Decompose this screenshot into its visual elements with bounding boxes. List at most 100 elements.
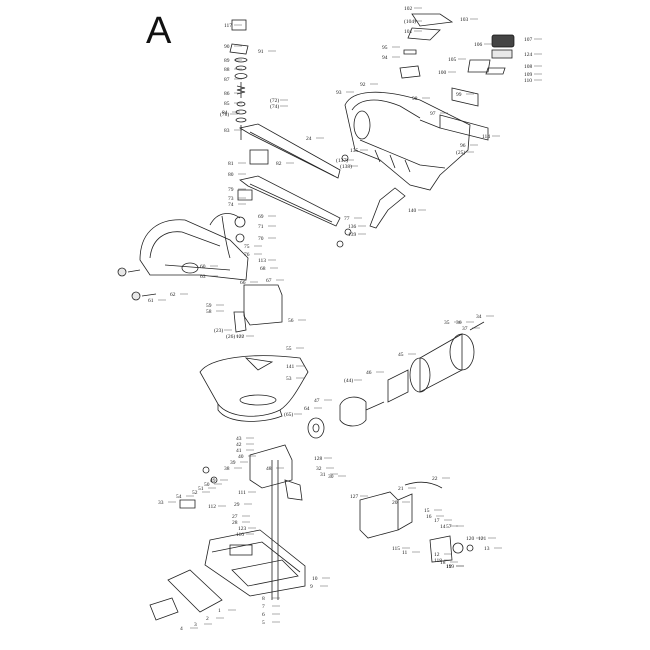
callout-c32: 32 — [316, 466, 322, 472]
callout-c78: (78) — [220, 111, 229, 118]
callout-c108: 108 — [524, 64, 533, 70]
callout-c14: 14 — [440, 524, 446, 530]
callout-c67: 67 — [266, 278, 272, 284]
callout-c17: 17 — [434, 518, 440, 524]
callout-c79: 79 — [228, 187, 234, 193]
callout-c64: 64 — [304, 406, 310, 412]
callout-c53: 53 — [286, 376, 292, 382]
callout-c57: 57 — [446, 524, 452, 530]
callout-c104: (104) — [404, 18, 416, 25]
callout-c39: 39 — [230, 460, 236, 466]
callout-c50: 50 — [204, 482, 210, 488]
motor — [307, 321, 485, 439]
saw-base — [149, 529, 306, 621]
tension-knob-stack — [229, 19, 249, 140]
page-letter: A — [146, 10, 172, 52]
callout-c41: 41 — [236, 448, 242, 454]
frame-crank — [249, 444, 303, 600]
callout-c117: 117 — [224, 23, 232, 29]
callout-c86: 86 — [224, 91, 230, 97]
callout-c118: 118 — [434, 558, 442, 564]
lower-arm — [237, 175, 341, 227]
callout-c123: 123 — [238, 526, 247, 532]
callout-c63: 63 — [200, 274, 206, 280]
callout-c5: 5 — [262, 620, 265, 626]
callout-c109: 109 — [524, 72, 533, 78]
callout-c87: 87 — [224, 77, 230, 83]
callout-c61: 61 — [148, 298, 154, 304]
callout-c24: 24 — [306, 136, 312, 142]
callout-c107: 107 — [524, 37, 533, 43]
callout-c33: 33 — [158, 500, 164, 506]
callout-c95: 95 — [382, 45, 388, 51]
callout-c94: 94 — [382, 55, 388, 61]
callout-c69: 69 — [258, 214, 264, 220]
callout-c137: (137) — [336, 157, 348, 164]
callout-c20: 20 — [392, 500, 398, 506]
callout-c22: 22 — [432, 476, 438, 482]
callout-c75: 75 — [244, 244, 250, 250]
callout-c65: (65) — [284, 411, 293, 418]
callout-c71: 71 — [258, 224, 264, 230]
callout-c23: (23) — [214, 327, 223, 334]
callout-c112: 112 — [208, 504, 216, 510]
callout-c8: 8 — [262, 596, 265, 602]
callout-c45: 45 — [398, 352, 404, 358]
top-cover-parts — [399, 13, 515, 141]
callout-c36: 36 — [456, 320, 462, 326]
callout-c140: 140 — [408, 208, 417, 214]
callout-c47: 47 — [314, 398, 320, 404]
callout-c84: 84 — [222, 110, 228, 116]
callout-c62: 62 — [170, 292, 176, 298]
callout-c85: 85 — [224, 101, 230, 107]
lower-housing — [117, 213, 249, 301]
callout-c44: (44) — [344, 377, 353, 384]
callout-c31: 31 — [320, 472, 326, 478]
callout-c58: 58 — [206, 309, 212, 315]
callout-c52: 52 — [192, 490, 198, 496]
callout-c60: 60 — [200, 264, 206, 270]
callout-c93: 93 — [336, 90, 342, 96]
callout-c46: 46 — [366, 370, 372, 376]
callout-c127: 127 — [350, 494, 359, 500]
callout-c111: 111 — [238, 490, 246, 496]
callout-c136: 136 — [348, 224, 357, 230]
callout-c102: 102 — [404, 6, 413, 12]
callout-c72a: (72) — [270, 97, 279, 104]
callout-c100: 100 — [438, 70, 447, 76]
upper-arm — [238, 123, 341, 179]
callout-c25: (25) — [456, 149, 465, 156]
callout-c81: 81 — [228, 161, 234, 167]
saw-table — [199, 355, 309, 422]
callout-c6: 6 — [262, 612, 265, 618]
callout-c56: 56 — [288, 318, 294, 324]
callout-c7: 7 — [262, 604, 265, 610]
callout-c19: 19 — [446, 564, 452, 570]
callout-c124: 124 — [524, 52, 533, 58]
leader-lines — [158, 7, 542, 629]
callout-c103: 103 — [460, 17, 469, 23]
callout-c34: 34 — [476, 314, 482, 320]
callout-c29: 29 — [234, 502, 240, 508]
callout-c110: 110 — [524, 78, 532, 84]
callout-c3: 3 — [194, 622, 197, 628]
callout-c59: 59 — [206, 303, 212, 309]
callout-c43: 43 — [236, 436, 242, 442]
callout-c90: 90 — [224, 44, 230, 50]
callout-c96: 96 — [460, 143, 466, 149]
callout-c141: 141 — [286, 364, 295, 370]
callout-c35: 35 — [444, 320, 450, 326]
callout-c70: 70 — [258, 236, 264, 242]
callout-c139: 139 — [348, 232, 357, 238]
callout-c66: 66 — [240, 280, 246, 286]
blade-guard — [233, 284, 283, 333]
callout-c1: 1 — [218, 608, 221, 614]
callout-c42: 42 — [236, 442, 242, 448]
callout-c135: 135 — [350, 148, 359, 154]
callout-c15: 15 — [424, 508, 430, 514]
callout-c114: 114 — [482, 134, 490, 140]
callout-c13: 13 — [484, 546, 490, 552]
callout-c76: 76 — [244, 252, 250, 258]
